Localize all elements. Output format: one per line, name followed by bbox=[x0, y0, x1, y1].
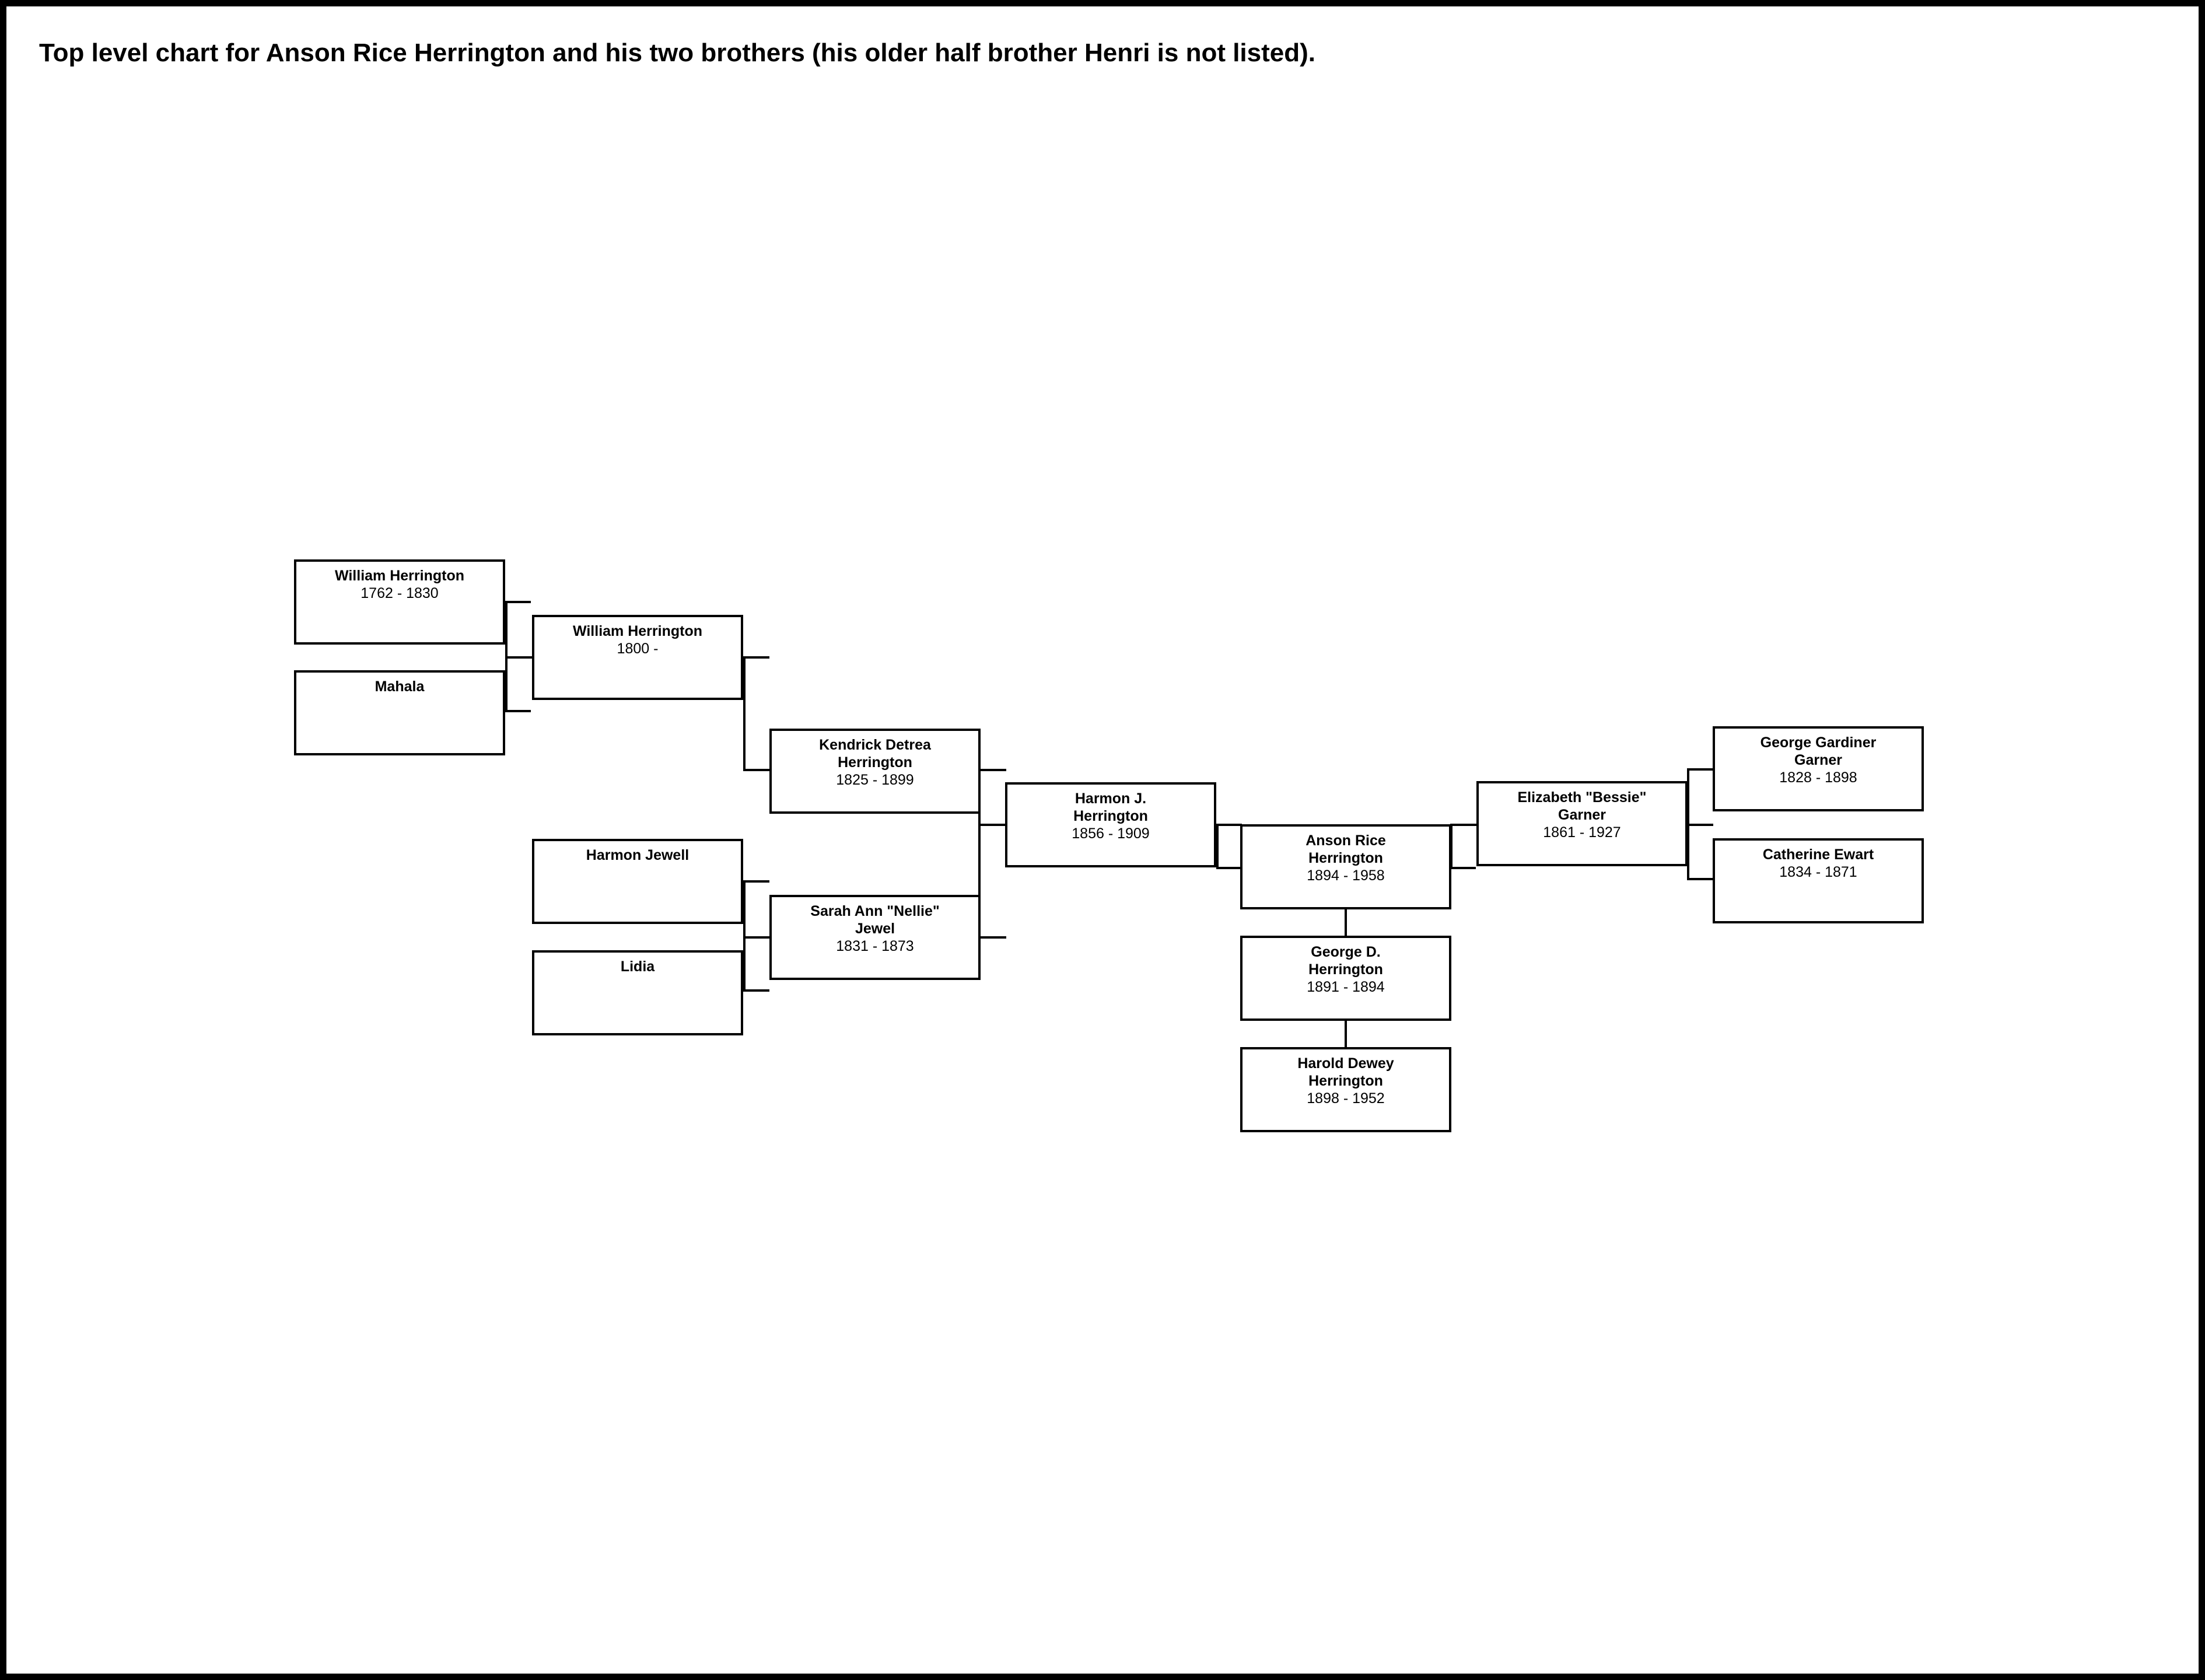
person-name: Harmon Jewell bbox=[586, 847, 690, 863]
connector-harmonj-out bbox=[1216, 824, 1242, 826]
person-dates: 1800 - bbox=[617, 640, 659, 657]
connector-harmonjewell-stub bbox=[743, 880, 769, 883]
connector-kendrick-out bbox=[981, 769, 1006, 771]
person-box-lidia[interactable]: Lidia bbox=[532, 950, 743, 1035]
chart-title: Top level chart for Anson Rice Herringto… bbox=[39, 38, 1315, 67]
person-name: Catherine Ewart bbox=[1762, 846, 1874, 863]
person-dates: 1891 - 1894 bbox=[1307, 979, 1385, 995]
connector-lidia-stub bbox=[743, 989, 769, 992]
connector-wh1800-out bbox=[743, 656, 769, 659]
person-box-george-gardiner-garner[interactable]: George Gardiner Garner 1828 - 1898 bbox=[1713, 726, 1924, 811]
person-dates: 1834 - 1871 bbox=[1779, 864, 1857, 880]
person-name: Lidia bbox=[620, 958, 655, 975]
person-name: William Herrington bbox=[334, 568, 464, 584]
connector-mahala-stub bbox=[505, 710, 531, 712]
connector-wh1800-in bbox=[505, 656, 532, 659]
person-dates: 1856 - 1909 bbox=[1072, 825, 1150, 842]
connector-kendrick-parents-bar bbox=[743, 656, 746, 771]
connector-anson-out-right bbox=[1450, 867, 1476, 869]
person-name: Kendrick Detrea Herrington bbox=[819, 737, 931, 771]
connector-anson-in-left bbox=[1216, 867, 1242, 869]
person-dates: 1861 - 1927 bbox=[1543, 824, 1621, 841]
person-box-harmon-jewell[interactable]: Harmon Jewell bbox=[532, 839, 743, 924]
person-box-william-herrington-1762[interactable]: William Herrington 1762 - 1830 bbox=[294, 559, 505, 645]
connector-harmonj-in bbox=[978, 824, 1006, 826]
connector-anson-father-bar bbox=[1216, 824, 1219, 869]
person-box-sarah-ann-nellie-jewel[interactable]: Sarah Ann "Nellie" Jewel 1831 - 1873 bbox=[769, 895, 981, 980]
person-name: Mahala bbox=[374, 678, 425, 695]
connector-kendrick-in bbox=[743, 769, 769, 771]
person-dates: 1898 - 1952 bbox=[1307, 1090, 1385, 1107]
connector-anson-mother-bar bbox=[1450, 824, 1452, 869]
person-box-anson-rice-herrington[interactable]: Anson Rice Herrington 1894 - 1958 bbox=[1240, 824, 1451, 909]
connector-wh1762-stub bbox=[505, 601, 531, 603]
person-name: Elizabeth "Bessie" Garner bbox=[1517, 789, 1647, 823]
connector-sarahann-in bbox=[743, 936, 769, 939]
person-dates: 1825 - 1899 bbox=[836, 772, 914, 788]
connector-sarahann-out bbox=[981, 936, 1006, 939]
person-box-george-d-herrington[interactable]: George D. Herrington 1891 - 1894 bbox=[1240, 936, 1451, 1021]
person-box-kendrick-detrea-herrington[interactable]: Kendrick Detrea Herrington 1825 - 1899 bbox=[769, 729, 981, 814]
person-name: Harmon J. Herrington bbox=[1073, 790, 1148, 824]
person-name: Harold Dewey Herrington bbox=[1297, 1055, 1394, 1089]
connector-elizabeth-out-left bbox=[1450, 824, 1478, 826]
connector-sibling-anson-george bbox=[1345, 908, 1347, 937]
person-box-catherine-ewart[interactable]: Catherine Ewart 1834 - 1871 bbox=[1713, 838, 1924, 923]
person-name: Anson Rice Herrington bbox=[1306, 832, 1386, 866]
person-name: William Herrington bbox=[572, 623, 702, 639]
connector-elizabeth-in-right bbox=[1687, 824, 1713, 826]
person-box-harold-dewey-herrington[interactable]: Harold Dewey Herrington 1898 - 1952 bbox=[1240, 1047, 1451, 1132]
person-dates: 1762 - 1830 bbox=[360, 585, 439, 601]
person-name: George Gardiner Garner bbox=[1760, 734, 1877, 768]
connector-jewell-lidia-bar bbox=[743, 880, 746, 992]
person-name: Sarah Ann "Nellie" Jewel bbox=[810, 903, 940, 937]
person-box-william-herrington-1800[interactable]: William Herrington 1800 - bbox=[532, 615, 743, 700]
person-name: George D. Herrington bbox=[1308, 944, 1383, 978]
person-dates: 1828 - 1898 bbox=[1779, 769, 1857, 786]
person-dates: 1894 - 1958 bbox=[1307, 867, 1385, 884]
person-dates: 1831 - 1873 bbox=[836, 938, 914, 954]
connector-harmonj-parents-bar bbox=[978, 769, 981, 938]
connector-catherine-stub bbox=[1687, 878, 1713, 880]
connector-sibling-george-harold bbox=[1345, 1020, 1347, 1048]
person-box-elizabeth-bessie-garner[interactable]: Elizabeth "Bessie" Garner 1861 - 1927 bbox=[1476, 781, 1688, 866]
connector-ggg-stub bbox=[1687, 768, 1713, 771]
person-box-harmon-j-herrington[interactable]: Harmon J. Herrington 1856 - 1909 bbox=[1005, 782, 1216, 867]
person-box-mahala[interactable]: Mahala bbox=[294, 670, 505, 755]
